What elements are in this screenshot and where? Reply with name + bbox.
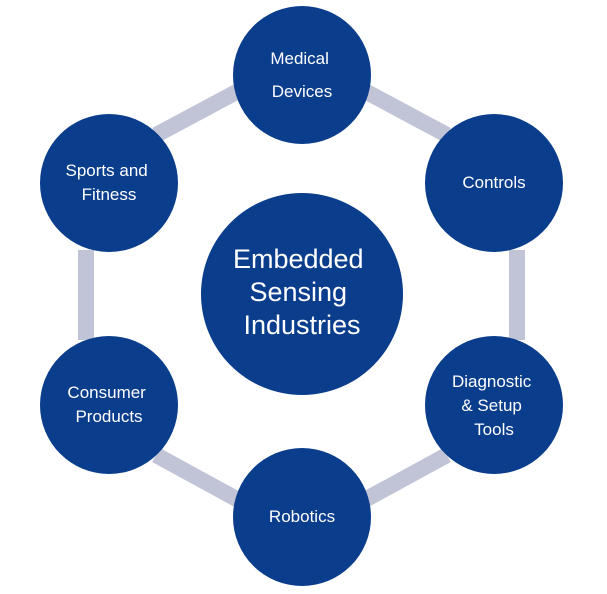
- svg-text:Medical Devices: Medical Devices: [270, 49, 333, 101]
- ring-segment-diagnostic-robotics: [357, 447, 451, 510]
- node-label-line: & Setup: [461, 396, 522, 415]
- node-sports-and-fitness: Sports and Fitness: [40, 114, 178, 252]
- node-circle: [40, 114, 178, 252]
- node-robotics: Robotics: [233, 448, 371, 586]
- node-label-line: Devices: [272, 82, 332, 101]
- center-node: Embedded Sensing Industries: [201, 193, 403, 395]
- node-label-line: Robotics: [269, 507, 335, 526]
- node-circle: [425, 114, 563, 252]
- node-medical-devices: Medical Devices: [233, 6, 371, 144]
- node-label-line: Diagnostic: [452, 372, 532, 391]
- connector-ring: [78, 81, 525, 510]
- node-circle: [233, 6, 371, 144]
- node-label-line: Tools: [474, 420, 514, 439]
- node-label-line: Controls: [462, 173, 525, 192]
- node-label-line: Consumer: [67, 383, 146, 402]
- center-circle: [201, 193, 403, 395]
- node-circle: [425, 336, 563, 474]
- node-controls: Controls: [425, 114, 563, 252]
- ring-segment-medical-controls: [357, 81, 451, 143]
- svg-text:Embedded Sensing I: Embedded Sensing Industries: [233, 244, 371, 340]
- node-circle: [233, 448, 371, 586]
- node-label-line: Products: [75, 407, 142, 426]
- node-label-line: Medical: [270, 49, 329, 68]
- center-label-line: Sensing: [249, 277, 347, 307]
- svg-text:Consumer Products: Consumer Products: [67, 383, 150, 426]
- center-label-line: Industries: [243, 310, 360, 340]
- node-label-line: Fitness: [82, 185, 137, 204]
- svg-text:Controls: Controls: [462, 173, 525, 192]
- svg-text:Robotics: Robotics: [269, 507, 335, 526]
- svg-text:Diagnostic & Setup: Diagnostic & Setup Tools: [452, 372, 536, 439]
- node-circle: [40, 336, 178, 474]
- ring-segment-sports-medical: [152, 81, 246, 143]
- ring-segment-robotics-consumer: [152, 447, 246, 510]
- node-consumer-products: Consumer Products: [40, 336, 178, 474]
- node-label-line: Sports and: [66, 161, 148, 180]
- svg-text:Sports and Fitness: Sports and Fitness: [66, 161, 153, 204]
- node-diagnostic-setup-tools: Diagnostic & Setup Tools: [425, 336, 563, 474]
- center-label-line: Embedded: [233, 244, 364, 274]
